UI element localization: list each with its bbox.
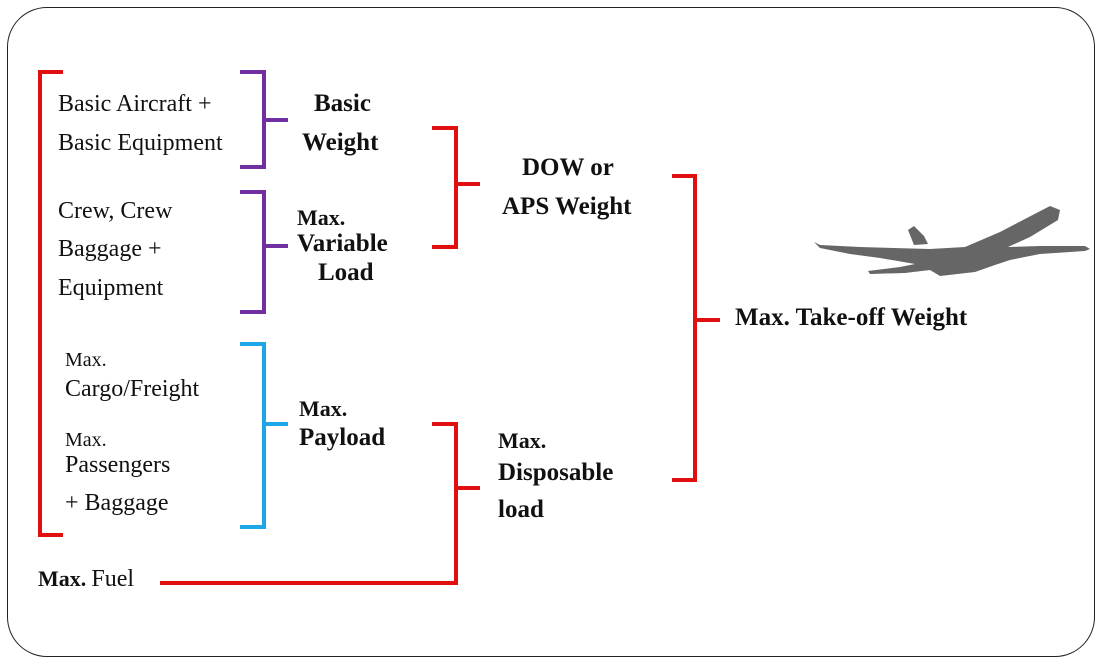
cargo-label: Cargo/Freight bbox=[65, 376, 200, 402]
payload-bracket bbox=[240, 342, 266, 529]
cargo-prefix: Max. bbox=[65, 349, 107, 371]
disposable-line2: Disposable bbox=[498, 459, 614, 486]
basic-weight-line2: Weight bbox=[302, 129, 379, 156]
basic-weight-line1: Basic bbox=[314, 90, 371, 117]
disposable-line3: load bbox=[498, 496, 544, 523]
variable-load-line1: Max. bbox=[297, 205, 346, 230]
disposable-line1: Max. bbox=[498, 428, 547, 453]
slide-frame bbox=[7, 7, 1095, 657]
basic-weight-bracket bbox=[240, 70, 266, 169]
crew-line3: Equipment bbox=[58, 275, 164, 301]
passengers-suffix: + Baggage bbox=[65, 490, 169, 516]
dow-line1: DOW or bbox=[522, 154, 614, 181]
outer-bracket bbox=[38, 70, 63, 537]
dow-bracket bbox=[432, 126, 458, 249]
crew-line2: Baggage + bbox=[58, 236, 162, 262]
variable-load-line2: Variable bbox=[297, 230, 388, 257]
mtow-bracket bbox=[672, 174, 697, 482]
passengers-label: Passengers bbox=[65, 452, 171, 478]
disposable-bracket bbox=[160, 422, 458, 585]
payload-line2: Payload bbox=[299, 424, 386, 451]
variable-load-bracket bbox=[240, 190, 266, 314]
variable-load-line3: Load bbox=[318, 259, 374, 286]
basic-aircraft-line2: Basic Equipment bbox=[58, 130, 223, 156]
dow-line2: APS Weight bbox=[502, 193, 632, 220]
fuel-label: Fuel bbox=[91, 566, 135, 592]
basic-aircraft-line1: Basic Aircraft + bbox=[58, 91, 212, 117]
mtow-label: Max. Take-off Weight bbox=[735, 304, 968, 331]
fuel-prefix: Max. bbox=[38, 566, 87, 591]
fuel-item: Max. Fuel bbox=[38, 567, 134, 591]
payload-line1: Max. bbox=[299, 396, 348, 421]
airplane-icon bbox=[814, 206, 1090, 276]
passengers-prefix: Max. bbox=[65, 429, 107, 451]
crew-line1: Crew, Crew bbox=[58, 198, 173, 224]
